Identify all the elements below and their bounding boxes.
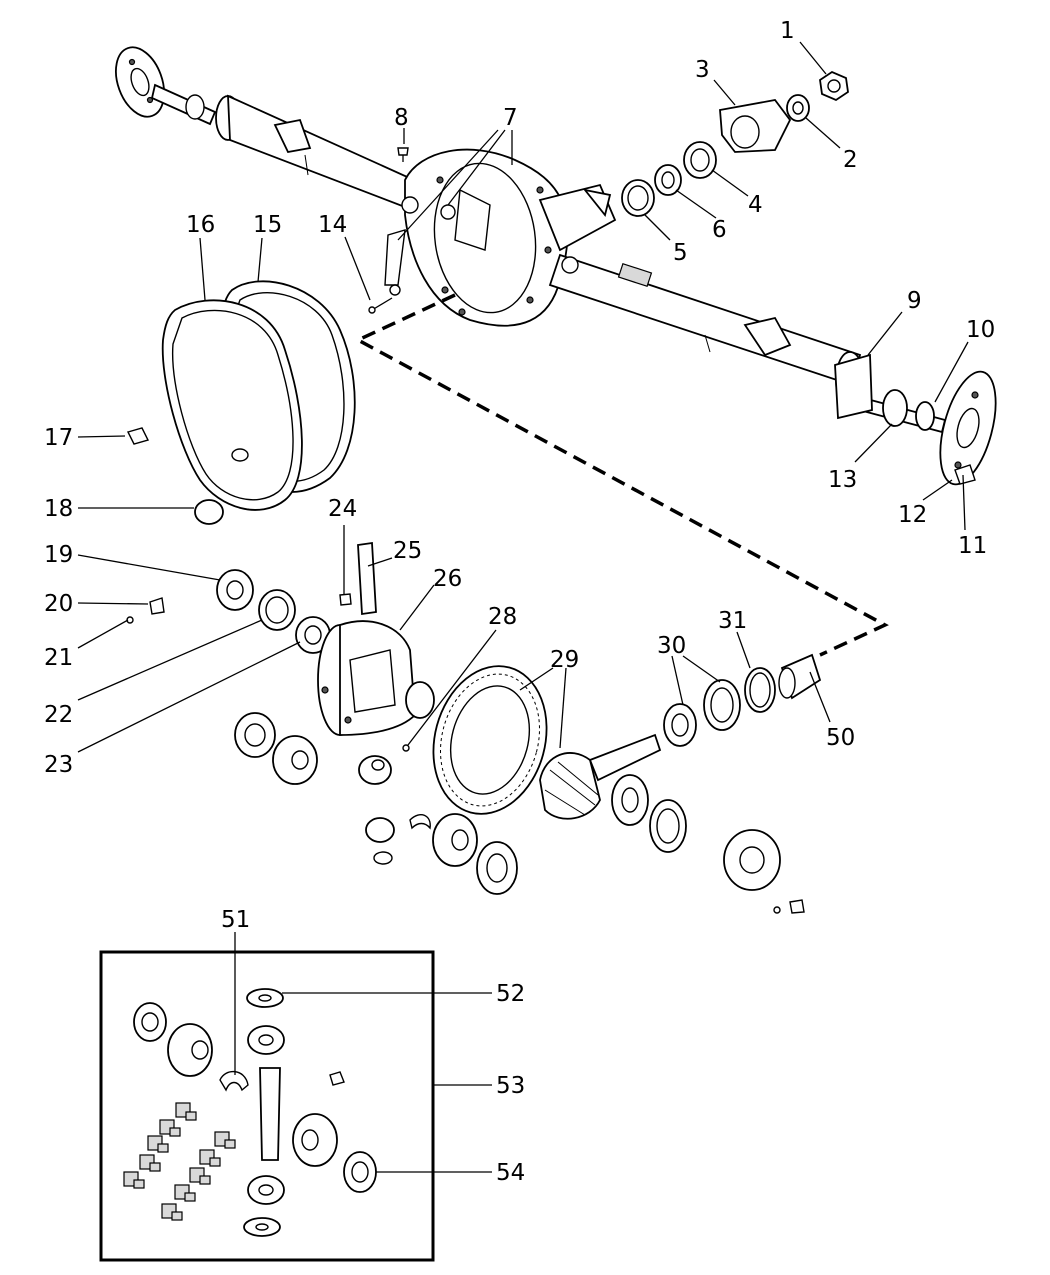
callout-1: 1 [780,18,795,44]
callout-18: 18 [44,496,73,522]
callout-20: 20 [44,591,73,617]
callout-52: 52 [496,981,525,1007]
callout-23: 23 [44,752,73,778]
callout-24: 24 [328,496,357,522]
callout-2: 2 [843,147,858,173]
callout-12: 12 [898,502,927,528]
callout-7: 7 [503,105,518,131]
callout-54: 54 [496,1160,525,1186]
callout-6: 6 [712,217,727,243]
callout-53: 53 [496,1073,525,1099]
callout-5: 5 [673,240,688,266]
assembly-path-line [354,293,889,657]
callout-25: 25 [393,538,422,564]
callout-15: 15 [253,212,282,238]
kit-inset-box [99,950,435,1262]
callout-21: 21 [44,645,73,671]
callout-8: 8 [394,105,409,131]
fill-plug [194,499,224,525]
callout-3: 3 [695,57,710,83]
kit-contents [123,988,377,1237]
retainer [915,401,935,431]
pinion-shaft [357,541,377,616]
callout-28: 28 [488,604,517,630]
cover-bolt [126,427,150,445]
adjuster-lock [149,597,165,615]
callout-31: 31 [718,608,747,634]
callout-13: 13 [828,467,857,493]
callout-30: 30 [657,633,686,659]
leader-lines [77,41,969,1173]
differential-case [317,620,435,736]
callout-26: 26 [433,566,462,592]
callout-10: 10 [966,317,995,343]
callout-14: 14 [318,212,347,238]
callout-19: 19 [44,542,73,568]
axle-housing [115,46,865,409]
callout-17: 17 [44,425,73,451]
callout-50: 50 [826,725,855,751]
callout-51: 51 [221,907,250,933]
callout-9: 9 [907,288,922,314]
callout-29: 29 [550,647,579,673]
callout-11: 11 [958,533,987,559]
callout-16: 16 [186,212,215,238]
callout-labels: 1 2 3 4 5 6 7 8 9 10 11 12 13 14 15 16 1… [44,18,995,1186]
bolt [397,147,409,156]
axle-bearing [882,389,908,427]
callout-22: 22 [44,702,73,728]
ring-gear [432,665,548,815]
callout-4: 4 [748,192,763,218]
brake-backing-plate [834,353,873,420]
pinion-gear [539,733,662,820]
